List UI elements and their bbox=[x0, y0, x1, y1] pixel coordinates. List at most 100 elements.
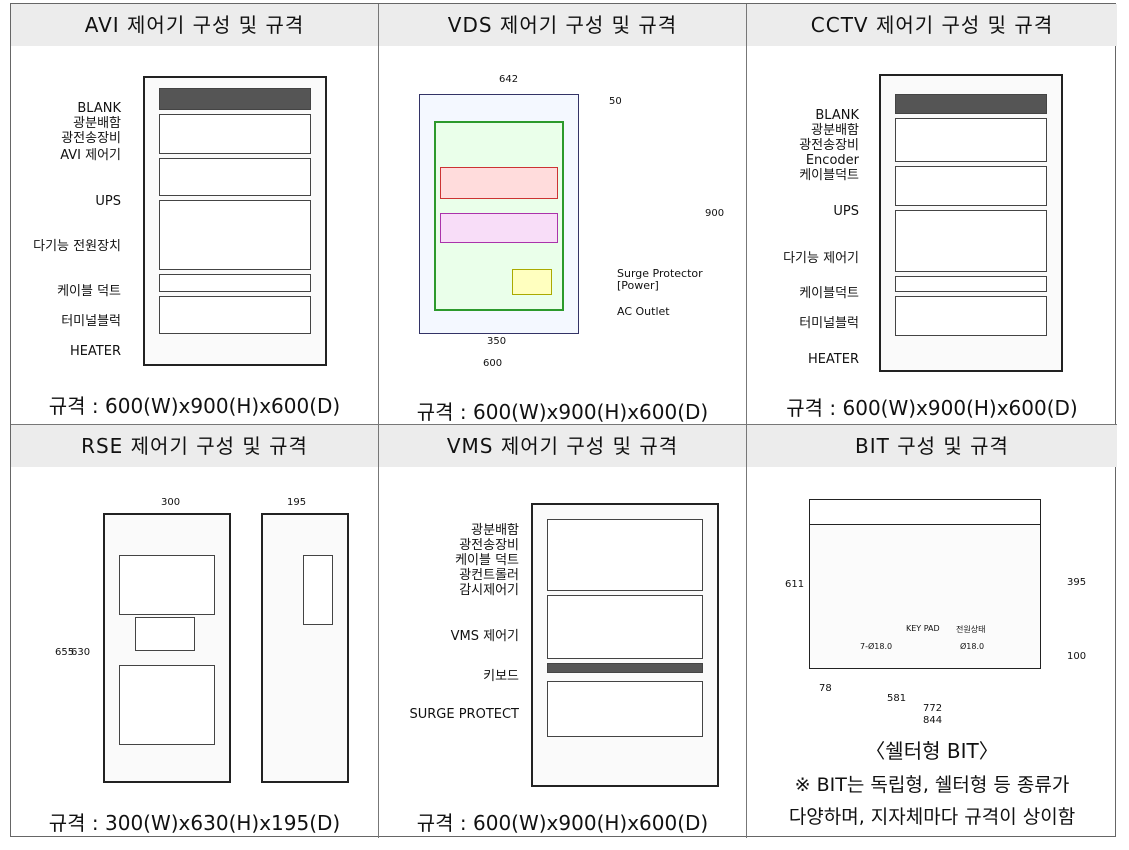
bit-roof bbox=[809, 499, 1041, 525]
bit-hole-right: Ø18.0 bbox=[960, 642, 985, 651]
cctv-label-optical-tx: 광전송장비 bbox=[799, 138, 859, 153]
avi-cabinet bbox=[143, 76, 327, 366]
vms-label-duct: 케이블 덕트 bbox=[455, 553, 519, 568]
vms-label-optical-tx: 광전송장비 bbox=[459, 538, 519, 553]
avi-spec: 규격 : 600(W)x900(H)x600(D) bbox=[48, 394, 341, 418]
rse-front-display bbox=[135, 617, 195, 651]
vms-diagram: 광분배함 광전송장비 케이블 덕트 광컨트롤러 감시제어기 VMS 제어기 키보… bbox=[379, 467, 746, 787]
avi-label-heater: HEATER bbox=[69, 344, 121, 359]
avi-ups-rack bbox=[159, 158, 311, 196]
avi-duct bbox=[159, 274, 311, 292]
vms-label-surge: SURGE PROTECT bbox=[409, 707, 520, 722]
spec-table: AVI 제어기 구성 및 규격 BLANK 광분배함 광전송장비 AVI 제어기… bbox=[10, 3, 1117, 838]
avi-label-optical-box: 광분배함 bbox=[73, 116, 121, 131]
bit-diagram: 611 395 100 78 581 772 844 KEY PAD 전원상태 … bbox=[747, 467, 1117, 727]
cctv-label-duct-top: 케이블덕트 bbox=[799, 168, 859, 183]
vms-surge-rack bbox=[547, 681, 703, 737]
rse-title: RSE 제어기 구성 및 규격 bbox=[11, 425, 378, 467]
vds-spec: 규격 : 600(W)x900(H)x600(D) bbox=[416, 400, 709, 424]
rse-dim-outer-height: 655 bbox=[55, 647, 75, 658]
vds-callout-surge: Surge Protector bbox=[617, 267, 703, 280]
cctv-cell: CCTV 제어기 구성 및 규격 BLANK 광분배함 광전송장비 Encode… bbox=[747, 4, 1117, 425]
bit-dim-height: 611 bbox=[785, 579, 805, 590]
cctv-duct bbox=[895, 276, 1047, 292]
avi-label-ups: UPS bbox=[95, 194, 121, 209]
vms-top-rack bbox=[547, 519, 703, 591]
vds-dim-top: 50 bbox=[609, 96, 622, 107]
vms-label-monitor: 감시제어기 bbox=[459, 583, 519, 598]
cctv-label-blank: BLANK bbox=[815, 108, 859, 123]
vds-dim-bottom: 600 bbox=[483, 358, 503, 369]
bit-dim-left: 78 bbox=[819, 683, 832, 694]
avi-cell: AVI 제어기 구성 및 규격 BLANK 광분배함 광전송장비 AVI 제어기… bbox=[11, 4, 379, 425]
cctv-label-optical-box: 광분배함 bbox=[811, 123, 859, 138]
avi-blank-panel bbox=[159, 88, 311, 110]
cctv-label-duct: 케이블덕트 bbox=[799, 286, 859, 301]
rse-side-view bbox=[261, 513, 349, 783]
vds-callout-power: [Power] bbox=[617, 279, 659, 292]
cctv-terminal-block bbox=[895, 296, 1047, 336]
vms-spec: 규격 : 600(W)x900(H)x600(D) bbox=[416, 811, 709, 835]
avi-label-blank: BLANK bbox=[77, 101, 121, 116]
cctv-diagram: BLANK 광분배함 광전송장비 Encoder 케이블덕트 UPS 다기능 제… bbox=[747, 46, 1117, 386]
rse-spec: 규격 : 300(W)x630(H)x195(D) bbox=[48, 811, 341, 835]
bit-note-line2: 다양하며, 지자체마다 규격이 상이함 bbox=[788, 806, 1076, 828]
avi-diagram: BLANK 광분배함 광전송장비 AVI 제어기 UPS 다기능 전원장치 케이… bbox=[11, 46, 378, 378]
cctv-label-encoder: Encoder bbox=[805, 153, 859, 168]
vds-surge-unit bbox=[512, 269, 552, 295]
vds-dim-width: 642 bbox=[499, 74, 519, 85]
cctv-label-controller: 다기능 제어기 bbox=[783, 251, 859, 266]
vms-cabinet bbox=[531, 503, 719, 787]
bit-note-line1: ※ BIT는 독립형, 쉘터형 등 종류가 bbox=[794, 774, 1070, 796]
vds-cabinet bbox=[419, 94, 579, 334]
vms-label-controller: 광컨트롤러 bbox=[459, 568, 519, 583]
bit-cell: BIT 구성 및 규격 611 395 100 78 581 772 844 K… bbox=[747, 425, 1117, 838]
cctv-encoder-rack bbox=[895, 118, 1047, 162]
vds-dim-inner: 350 bbox=[487, 336, 507, 347]
bit-keypad-label: KEY PAD bbox=[906, 624, 940, 633]
bit-dim-total: 844 bbox=[923, 715, 943, 726]
avi-title: AVI 제어기 구성 및 규격 bbox=[11, 4, 378, 46]
vms-label-keyboard: 키보드 bbox=[483, 669, 519, 684]
vds-title: VDS 제어기 구성 및 규격 bbox=[379, 4, 746, 46]
bit-shelter: KEY PAD 전원상태 7-Ø18.0 Ø18.0 bbox=[809, 499, 1041, 669]
vds-dim-height: 900 bbox=[705, 208, 725, 219]
bit-title: BIT 구성 및 규격 bbox=[747, 425, 1117, 467]
avi-controller-rack bbox=[159, 114, 311, 154]
bit-caption: 〈쉘터형 BIT〉 bbox=[865, 739, 999, 763]
cctv-ups-rack bbox=[895, 166, 1047, 206]
avi-label-power: 다기능 전원장치 bbox=[33, 239, 121, 254]
rse-dim-side-width: 195 bbox=[287, 497, 307, 508]
bit-dim-span: 772 bbox=[923, 703, 943, 714]
vms-controller-rack bbox=[547, 595, 703, 659]
vms-keyboard-tray bbox=[547, 663, 703, 673]
rse-front-upper-panel bbox=[119, 555, 215, 615]
avi-label-terminal: 터미널블럭 bbox=[61, 314, 121, 329]
vds-red-unit bbox=[440, 167, 558, 199]
vms-label-vms: VMS 제어기 bbox=[450, 629, 519, 644]
vds-diagram: 642 50 900 350 600 Surge Protector [Powe… bbox=[379, 46, 746, 386]
vms-label-optical-box: 광분배함 bbox=[471, 523, 519, 538]
rse-diagram: 300 195 655 630 bbox=[11, 467, 378, 787]
bit-switch-label: 전원상태 bbox=[956, 625, 986, 634]
avi-power-rack bbox=[159, 200, 311, 270]
avi-label-duct: 케이블 덕트 bbox=[57, 284, 121, 299]
vds-callout-outlet: AC Outlet bbox=[617, 305, 670, 318]
rse-dim-inner-height: 630 bbox=[71, 647, 91, 658]
cctv-label-ups: UPS bbox=[833, 204, 859, 219]
cctv-blank-panel bbox=[895, 94, 1047, 114]
cctv-label-heater: HEATER bbox=[807, 352, 859, 367]
vds-purple-unit bbox=[440, 213, 558, 243]
cctv-spec: 규격 : 600(W)x900(H)x600(D) bbox=[786, 396, 1078, 420]
cctv-cabinet bbox=[879, 74, 1063, 372]
rse-front-lower-panel bbox=[119, 665, 215, 745]
vms-title: VMS 제어기 구성 및 규격 bbox=[379, 425, 746, 467]
vms-cell: VMS 제어기 구성 및 규격 광분배함 광전송장비 케이블 덕트 광컨트롤러 … bbox=[379, 425, 747, 838]
bit-dim-mid: 581 bbox=[887, 693, 907, 704]
rse-cell: RSE 제어기 구성 및 규격 300 195 655 630 규격 : 300… bbox=[11, 425, 379, 838]
avi-terminal-block bbox=[159, 296, 311, 334]
avi-label-controller: AVI 제어기 bbox=[60, 148, 121, 163]
bit-dim-upper: 395 bbox=[1067, 577, 1087, 588]
bit-hole-left: 7-Ø18.0 bbox=[860, 642, 893, 651]
cctv-title: CCTV 제어기 구성 및 규격 bbox=[747, 4, 1117, 46]
